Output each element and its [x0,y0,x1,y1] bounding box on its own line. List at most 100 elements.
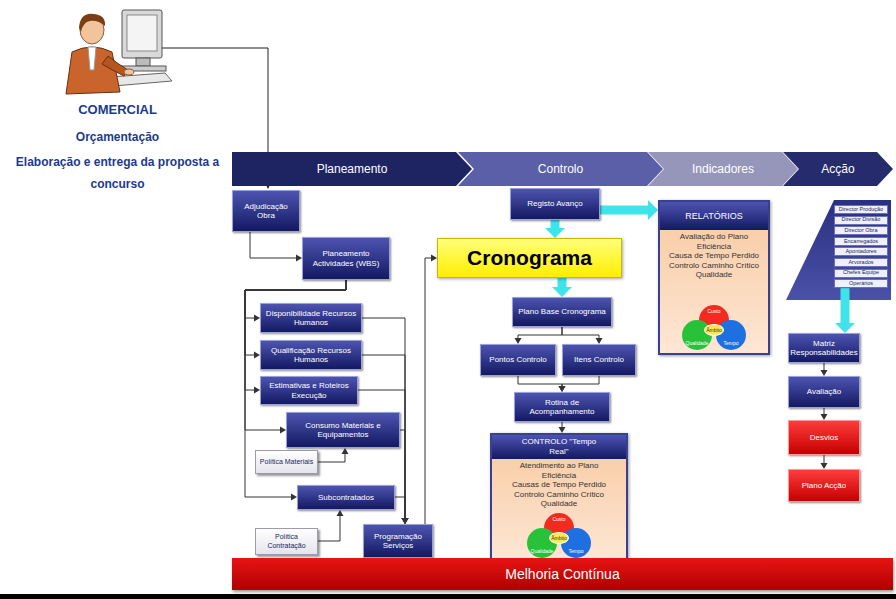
action-box: Plano Acção [788,469,860,502]
phase-chevron: Planeamento [232,152,472,186]
connector [515,327,563,344]
highlight-box: Cronograma [437,238,622,278]
connector [562,327,603,344]
process-box: Consumo Materiais e Equipamentos [286,412,400,448]
box-label: Plano Acção [802,481,846,490]
venn-label: Custo [707,309,720,314]
connector-line [318,515,340,541]
box-label: Itens Controlo [574,355,624,364]
box-label: Arvorados [848,260,873,266]
phase-chevron: Indicadores [648,152,798,186]
connector [425,255,437,525]
department-title: COMERCIAL [15,101,220,119]
report-panel: RELATÓRIOS Avaliação do PlanoEficiênciaCa… [658,200,770,355]
process-box: Registo Avanço [510,188,600,220]
panel-item: Avaliação do Plano [669,232,759,242]
connector-line [400,430,405,519]
connector-line [518,376,562,387]
panel-body: Atendimento ao PlanoEficiênciaCausas de … [510,459,608,511]
phase-chevron: Controlo [458,152,663,186]
improvement-band: Melhoria Contínua [232,558,893,590]
person-hand [124,69,134,75]
box-label: Apontadores [845,249,876,255]
box-label: Melhoria Contínua [505,566,619,582]
panel-item: Controlo Caminho Crítico [669,261,759,271]
monitor [122,10,162,58]
process-box: Subcontratados [297,485,395,510]
connector-line [562,327,599,339]
connector [821,408,828,420]
person-shirt [88,47,96,70]
connector-line [841,288,850,324]
box-label: Disponibilidade Recursos Humanos [264,309,358,327]
box-label: Director Produção [839,207,883,213]
hierarchy-level: Operários [834,279,888,288]
box-label: Programação Serviços [367,532,429,550]
venn-circle: Âmbito [549,532,569,544]
arrowhead [835,323,855,333]
arrowhead [337,510,344,516]
connector-line [824,408,825,415]
hierarchy-level: Arvorados [834,258,888,267]
process-box: Rotina de Acompanhamento [514,392,610,422]
connector-line [824,363,825,371]
box-label: Chefes Equipe [843,270,879,276]
connector-line [245,280,346,390]
process-box: Planeamento Actividades (WBS) [302,237,390,280]
panel-header: RELATÓRIOS [660,202,768,230]
connector [559,422,566,433]
hierarchy-level: Director Produção [834,205,888,214]
panel-item: Eficiência [669,242,759,252]
chevron-fill [458,152,663,186]
bottom-rule [0,594,896,599]
connector-line [558,278,567,288]
connector-line [518,327,562,339]
action-box: Matriz Responsabilidades [788,333,860,363]
box-label: Pontos Controlo [489,355,546,364]
policy-box: Política Materiais [255,450,318,474]
flow-arrow [552,278,572,297]
hierarchy-level: Chefes Equipe [834,269,888,278]
connector [559,376,600,392]
connector [318,448,349,462]
action-box: Desvios [788,420,860,455]
hierarchy-pyramid [786,200,891,300]
venn-label: Âmbito [551,536,567,541]
connector [821,455,828,469]
box-label: Estimativas e Roteiros Execução [264,381,354,399]
policy-box: Política Contratação [255,528,318,555]
connector-line [395,497,405,519]
department-note: Orçamentação [15,128,220,146]
venn-label: Âmbito [706,328,722,333]
box-label: Subcontratados [318,493,374,502]
box-label: Matriz Responsabilidades [790,339,858,357]
person-illustration [66,10,172,94]
panel-body: Avaliação do PlanoEficiênciaCausa de Tem… [667,230,761,282]
connector-line [824,455,825,464]
monitor-screen [127,15,157,51]
process-box: Programação Serviços [363,524,433,558]
arrowhead [545,228,565,238]
box-label: Operários [849,281,873,287]
venn-label: Custo [552,517,565,522]
connector [518,376,566,392]
box-label: Desvios [810,433,838,442]
venn-label: Qualidade [686,341,709,346]
box-label: Rotina de Acompanhamento [518,398,606,416]
panel-item: Causas de Tempo Perdido [512,480,606,490]
process-box: Plano Base Cronograma [512,297,612,327]
phase-label: Planeamento [317,162,388,176]
connector-line [562,376,599,387]
control-panel: CONTROLO "Tempo Real"Atendimento ao Plan… [490,433,628,563]
connector [821,363,828,376]
box-label: Encarregados [844,239,878,245]
box-label: Director Divisão [842,217,881,223]
action-box: Avaliação [788,376,860,408]
panel-item: Eficiência [512,471,606,481]
venn-circle: Âmbito [704,324,724,336]
venn-diagram: CustoQualidadeTempoÂmbito [676,305,752,351]
hierarchy-level: Director Obra [834,226,888,235]
flow-arrow [545,220,565,238]
panel-title: RELATÓRIOS [685,211,742,221]
phase-chevron: Acção [783,152,893,186]
